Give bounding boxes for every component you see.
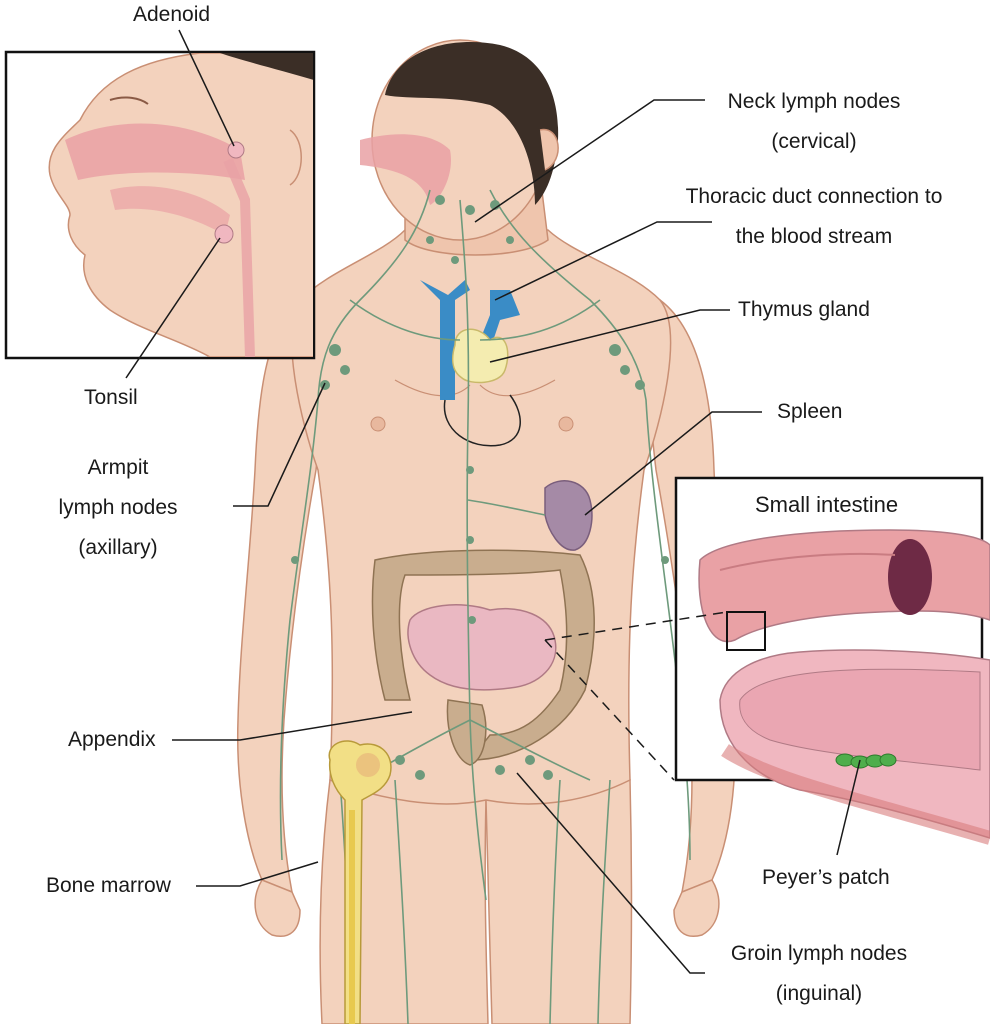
label-armpit-line3: (axillary) <box>40 528 196 568</box>
label-appendix: Appendix <box>68 720 156 760</box>
label-thoracic-duct: Thoracic duct connection to the blood st… <box>660 177 968 257</box>
label-thoracic-line1: Thoracic duct connection to <box>660 177 968 217</box>
label-groin-line2: (inguinal) <box>705 974 933 1014</box>
adenoid-spot <box>228 142 244 158</box>
label-thymus-gland: Thymus gland <box>738 290 870 330</box>
label-armpit-lymph-nodes: Armpit lymph nodes (axillary) <box>40 448 196 568</box>
label-bone-marrow: Bone marrow <box>46 866 171 906</box>
label-spleen: Spleen <box>777 392 842 432</box>
label-small-intestine: Small intestine <box>755 492 898 518</box>
label-peyers-patch: Peyer’s patch <box>762 858 890 898</box>
label-armpit-line2: lymph nodes <box>40 488 196 528</box>
label-thoracic-line2: the blood stream <box>660 217 968 257</box>
label-neck-lymph-nodes: Neck lymph nodes (cervical) <box>710 82 918 162</box>
face-inset <box>6 52 314 358</box>
label-armpit-line1: Armpit <box>40 448 196 488</box>
label-groin-line1: Groin lymph nodes <box>705 934 933 974</box>
label-tonsil: Tonsil <box>84 378 138 418</box>
label-groin-lymph-nodes: Groin lymph nodes (inguinal) <box>705 934 933 1014</box>
label-neck-line1: Neck lymph nodes <box>710 82 918 122</box>
label-adenoid: Adenoid <box>133 0 210 35</box>
label-neck-line2: (cervical) <box>710 122 918 162</box>
thymus-gland <box>453 329 508 382</box>
